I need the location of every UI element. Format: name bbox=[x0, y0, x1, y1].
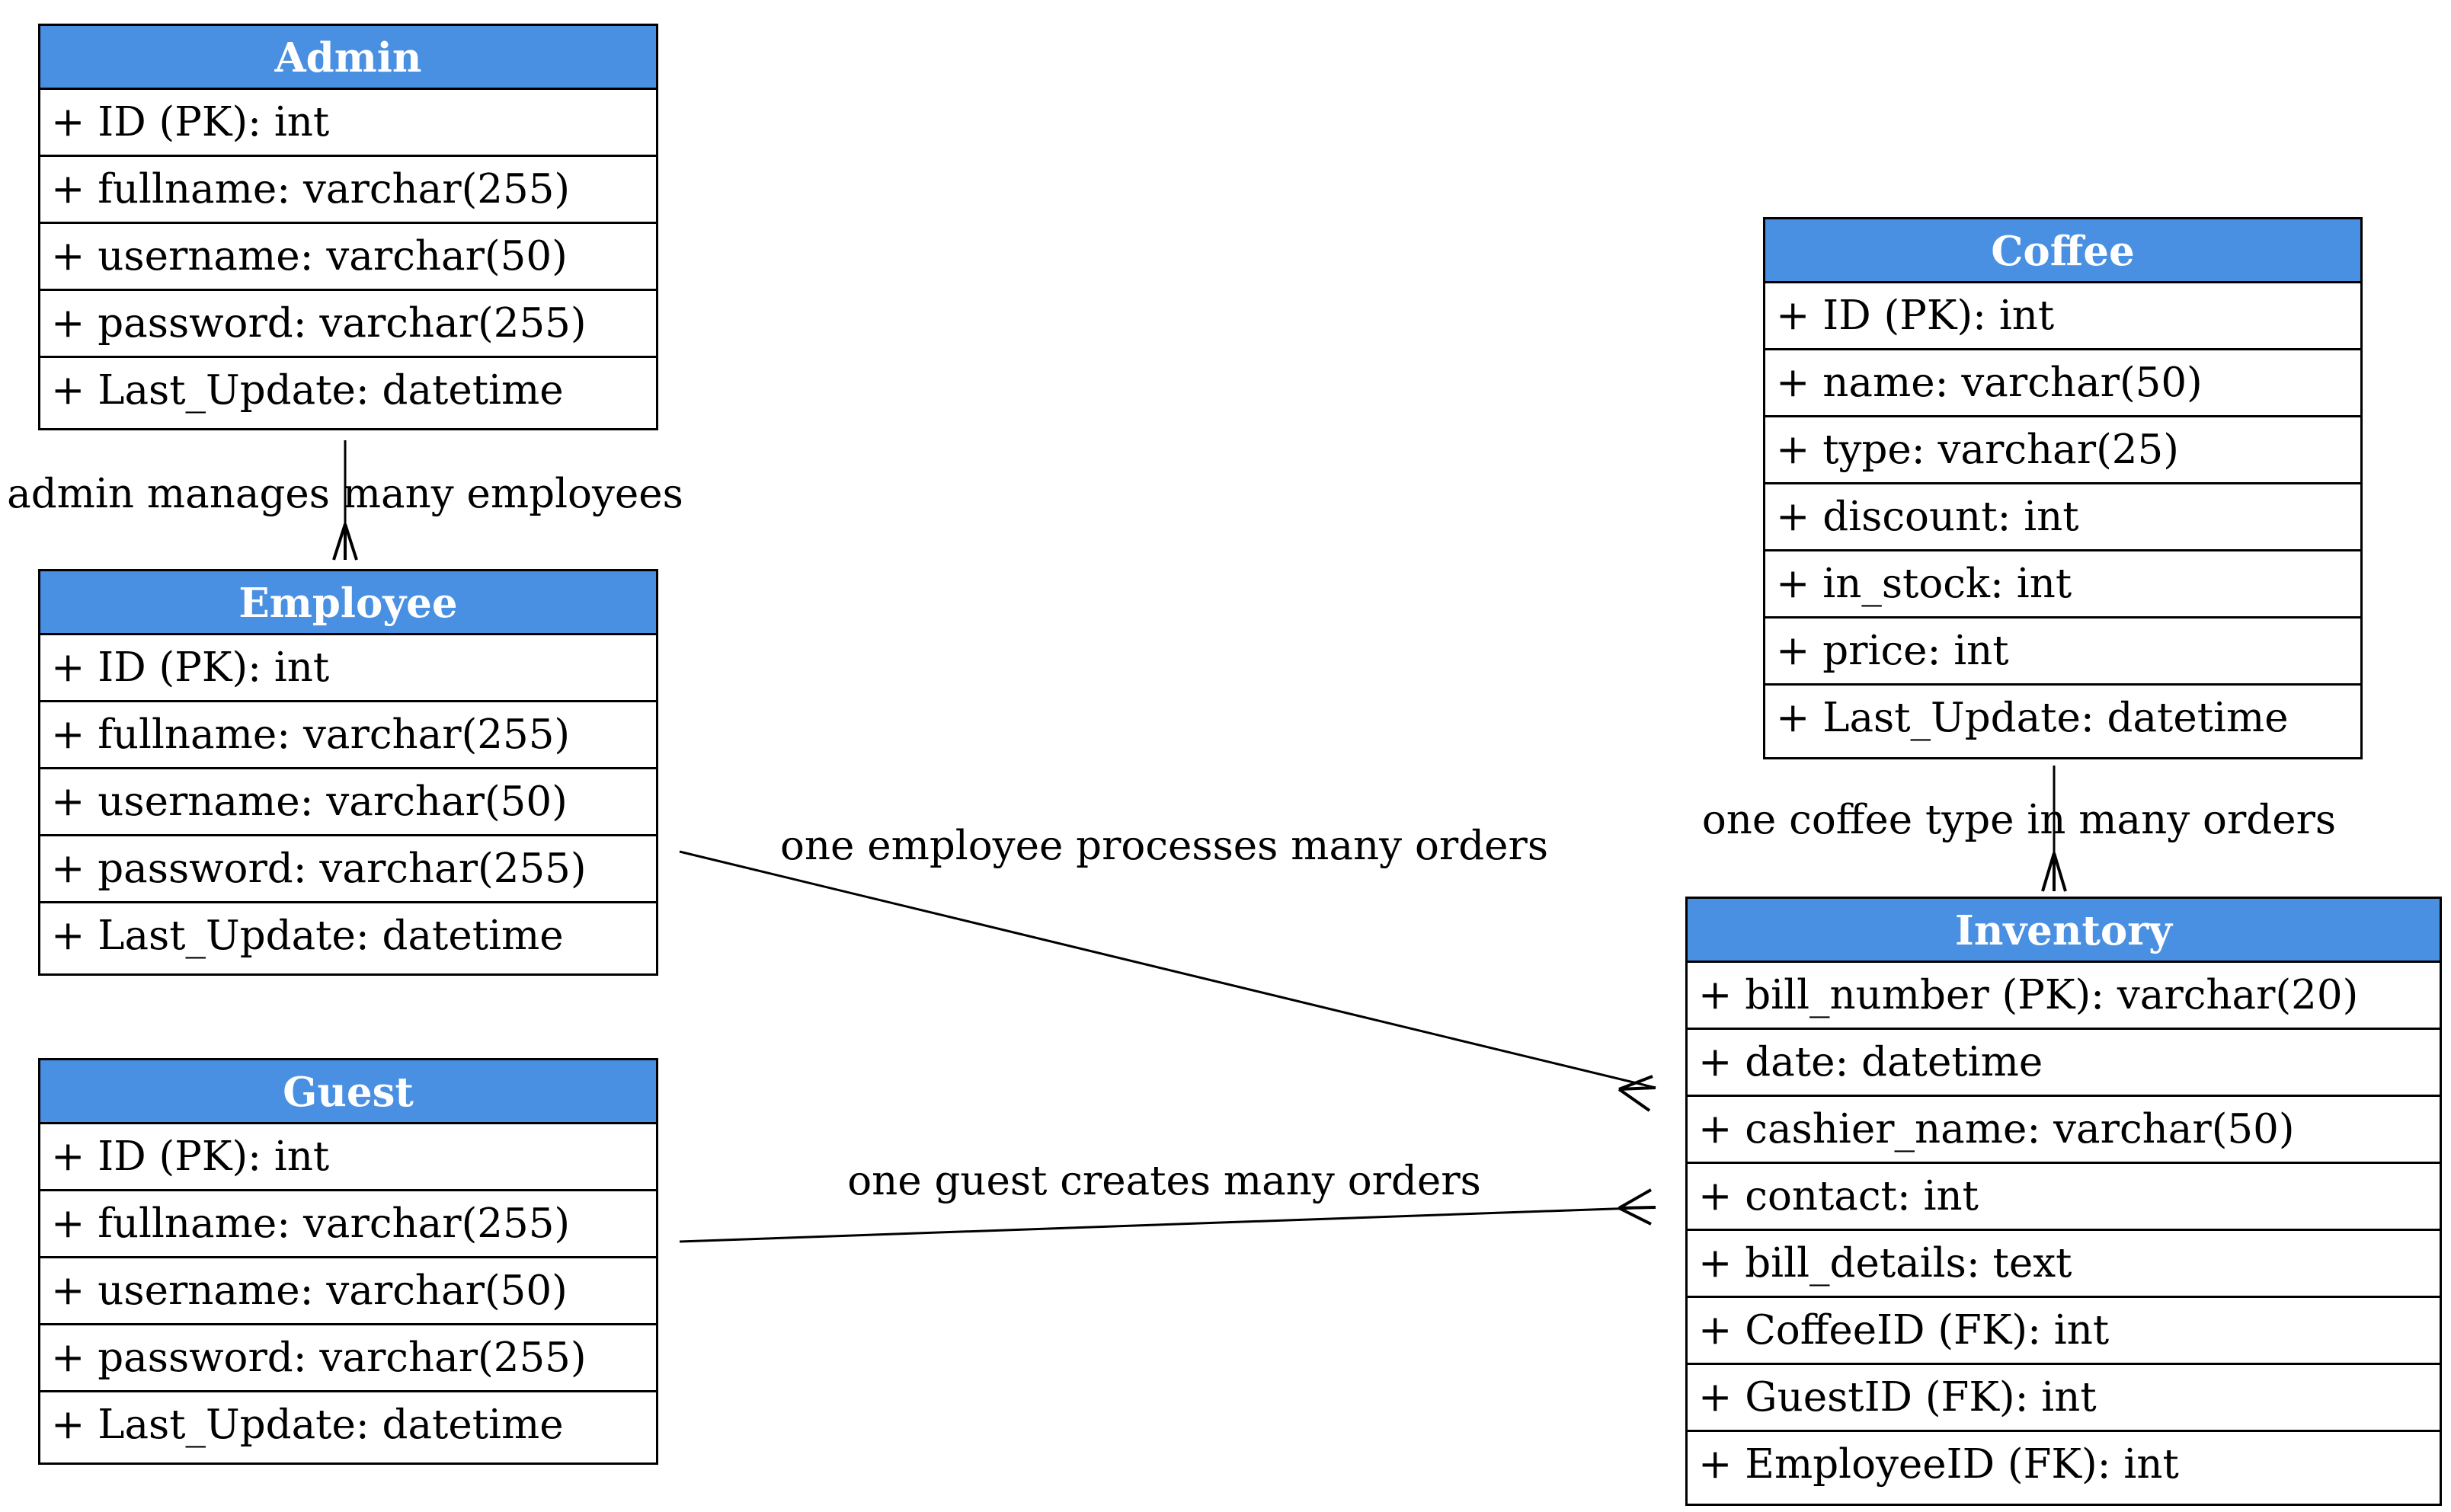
entity-inventory-title: Inventory bbox=[1688, 899, 2440, 963]
entity-inventory-field: + EmployeeID (FK): int bbox=[1698, 1441, 2179, 1488]
crow-foot-icon bbox=[1618, 1188, 1656, 1226]
entity-coffee-field: + in_stock: int bbox=[1765, 551, 2360, 619]
edge-guest-inventory: one guest creates many orders bbox=[679, 1158, 1656, 1243]
entity-guest-field: + password: varchar(255) bbox=[40, 1325, 656, 1392]
edge-admin-employee-label: admin manages many employees bbox=[7, 471, 683, 517]
edge-coffee-inventory: one coffee type in many orders bbox=[1702, 766, 2336, 892]
entity-admin: Admin + ID (PK): int + fullname: varchar… bbox=[38, 24, 658, 430]
entity-coffee-field: + discount: int bbox=[1765, 484, 2360, 551]
edge-employee-inventory-line bbox=[679, 850, 1656, 1089]
entity-inventory-field: + contact: int bbox=[1688, 1164, 2440, 1231]
entity-guest-field: + Last_Update: datetime bbox=[51, 1402, 564, 1448]
entity-guest-field: + ID (PK): int bbox=[40, 1124, 656, 1191]
entity-inventory-field: + GuestID (FK): int bbox=[1688, 1365, 2440, 1432]
entity-employee: Employee + ID (PK): int + fullname: varc… bbox=[38, 569, 658, 976]
entity-admin-field: + Last_Update: datetime bbox=[51, 367, 564, 414]
entity-admin-field: + username: varchar(50) bbox=[40, 224, 656, 291]
edge-guest-inventory-label: one guest creates many orders bbox=[847, 1158, 1481, 1204]
entity-coffee-field: + Last_Update: datetime bbox=[1776, 695, 2289, 741]
crow-foot-icon bbox=[2041, 852, 2067, 892]
entity-guest-title: Guest bbox=[40, 1060, 656, 1124]
entity-inventory-field: + bill_number (PK): varchar(20) bbox=[1688, 963, 2440, 1030]
entity-employee-title: Employee bbox=[40, 571, 656, 635]
entity-admin-field: + ID (PK): int bbox=[40, 90, 656, 157]
entity-coffee-field: + price: int bbox=[1765, 619, 2360, 686]
entity-employee-field: + Last_Update: datetime bbox=[51, 913, 564, 959]
entity-inventory: Inventory + bill_number (PK): varchar(20… bbox=[1685, 897, 2442, 1506]
entity-coffee-title: Coffee bbox=[1765, 219, 2360, 283]
edge-employee-inventory-label: one employee processes many orders bbox=[780, 823, 1548, 869]
entity-employee-field: + password: varchar(255) bbox=[40, 836, 656, 903]
entity-employee-field: + fullname: varchar(255) bbox=[40, 702, 656, 769]
entity-admin-title: Admin bbox=[40, 26, 656, 90]
entity-admin-field: + fullname: varchar(255) bbox=[40, 157, 656, 224]
entity-inventory-field: + bill_details: text bbox=[1688, 1231, 2440, 1298]
entity-guest-field: + username: varchar(50) bbox=[40, 1258, 656, 1325]
edge-coffee-inventory-label: one coffee type in many orders bbox=[1702, 797, 2336, 843]
entity-admin-field: + password: varchar(255) bbox=[40, 291, 656, 358]
edge-employee-inventory: one employee processes many orders bbox=[679, 823, 1656, 1112]
entity-coffee-field: + ID (PK): int bbox=[1765, 283, 2360, 350]
entity-employee-field: + ID (PK): int bbox=[40, 635, 656, 702]
entity-coffee: Coffee + ID (PK): int + name: varchar(50… bbox=[1763, 217, 2363, 759]
entity-employee-field: + username: varchar(50) bbox=[40, 769, 656, 836]
edge-guest-inventory-line bbox=[679, 1206, 1656, 1243]
crow-foot-icon bbox=[332, 523, 358, 561]
entity-guest-field: + fullname: varchar(255) bbox=[40, 1191, 656, 1258]
entity-inventory-field: + CoffeeID (FK): int bbox=[1688, 1298, 2440, 1365]
entity-coffee-field: + name: varchar(50) bbox=[1765, 350, 2360, 417]
entity-inventory-field: + date: datetime bbox=[1688, 1030, 2440, 1097]
entity-coffee-field: + type: varchar(25) bbox=[1765, 417, 2360, 484]
edge-admin-employee: admin manages many employees bbox=[7, 440, 683, 561]
crow-foot-icon bbox=[1617, 1075, 1656, 1112]
entity-guest: Guest + ID (PK): int + fullname: varchar… bbox=[38, 1058, 658, 1465]
entity-inventory-field: + cashier_name: varchar(50) bbox=[1688, 1097, 2440, 1164]
